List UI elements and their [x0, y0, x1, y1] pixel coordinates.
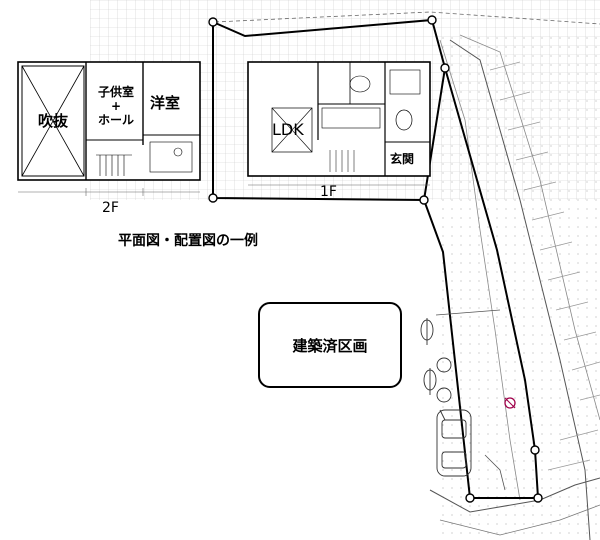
road-boundary: [214, 11, 600, 25]
survey-point: [504, 397, 516, 409]
room-label-kids-hall: 子供室 + ホール: [90, 85, 142, 127]
road-grid: [440, 30, 600, 535]
built-lot-badge: 建築済区画: [258, 302, 402, 388]
floor-label-2f: 2F: [102, 200, 119, 216]
bicycle-parking: [420, 318, 452, 403]
parking-space: [436, 409, 472, 477]
floor-plan-2f: [17, 61, 201, 196]
driveway-line-2: [484, 454, 506, 491]
floor-label-1f: 1F: [320, 184, 337, 200]
lot-line-lower: [423, 67, 540, 499]
road-edge-right-2: [459, 34, 600, 421]
room-label-western: 洋室: [150, 94, 181, 112]
hall-text: ホール: [97, 113, 134, 127]
road-edge-left: [439, 39, 521, 501]
room-label-entrance: 玄関: [390, 150, 415, 167]
kids-room-plus: +: [110, 99, 122, 113]
lot-corner-markers: [208, 15, 543, 503]
driveway-line: [435, 309, 501, 316]
room-label-ldk: LDK: [272, 120, 304, 139]
kids-room-text: 子供室: [97, 85, 134, 99]
void-area: [21, 65, 85, 177]
lower-edge-2: [439, 504, 600, 536]
plan-caption: 平面図・配置図の一例: [118, 233, 258, 249]
room-label-void: 吹抜: [38, 112, 69, 130]
road-hatching: [489, 61, 600, 471]
